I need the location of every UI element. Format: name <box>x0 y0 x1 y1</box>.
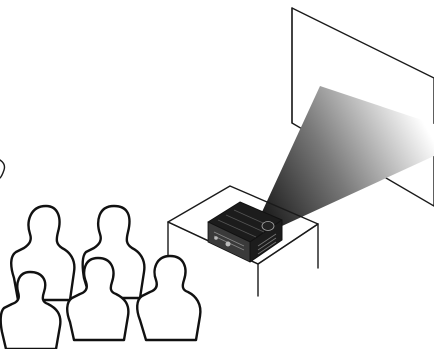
projector-icon <box>207 201 283 263</box>
viewer-right-icon <box>136 254 202 342</box>
audience-icon <box>0 204 202 349</box>
viewer-front-left-icon <box>0 270 62 349</box>
viewer-middle-icon <box>66 256 130 342</box>
light-beam-icon <box>262 86 434 226</box>
projection-screen-icon <box>291 7 434 207</box>
edge-mark-icon <box>0 159 6 179</box>
